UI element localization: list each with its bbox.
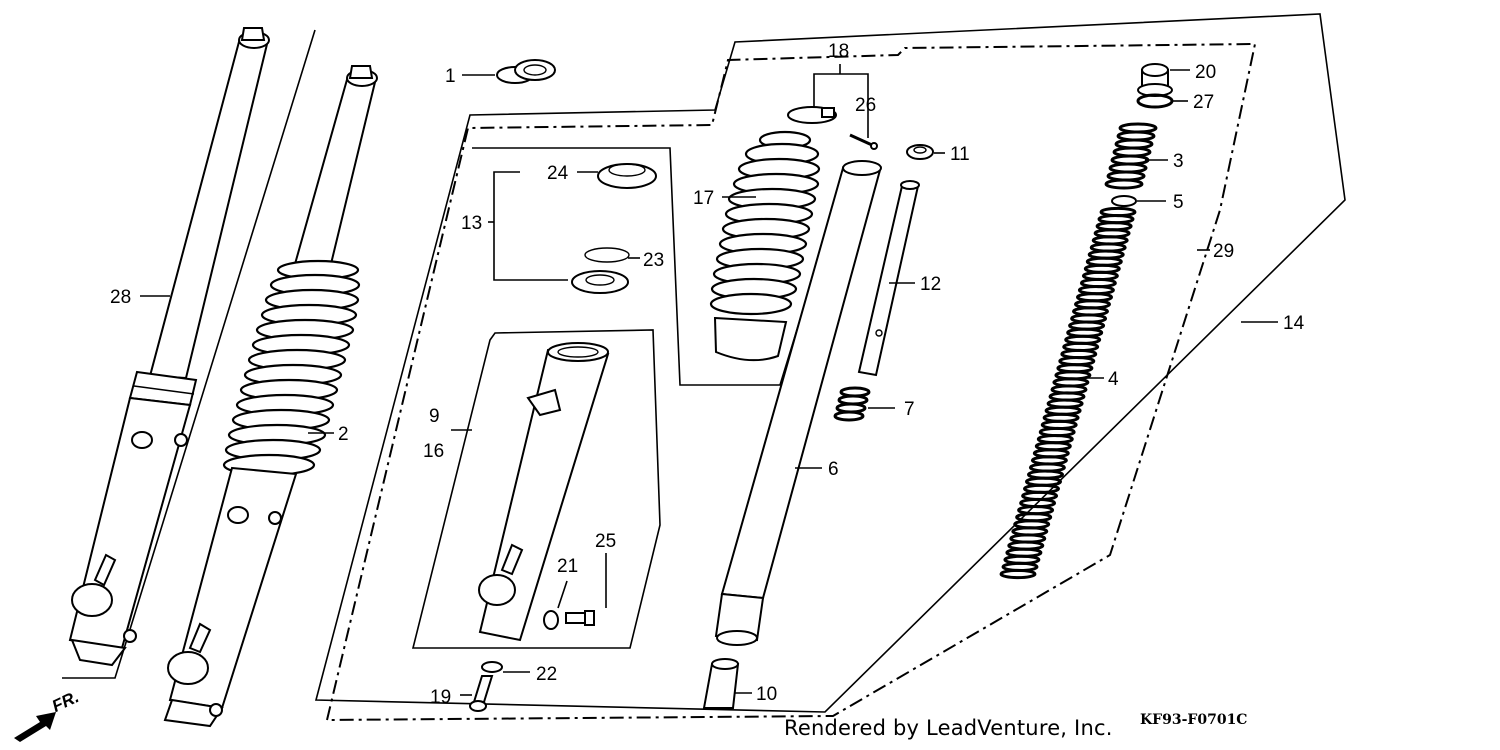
callout-5: 5 xyxy=(1173,192,1184,213)
callout-7: 7 xyxy=(904,399,915,420)
part-25-drain-bolt xyxy=(565,610,595,626)
callout-24: 24 xyxy=(547,163,569,184)
part-3-spring-seat xyxy=(1104,122,1158,190)
callout-numbers: 1 2 3 4 5 6 7 9 10 11 12 13 14 16 17 18 … xyxy=(110,41,1305,708)
callout-14: 14 xyxy=(1283,313,1305,334)
render-credit: Rendered by LeadVenture, Inc. xyxy=(784,716,1113,740)
part-23-stopper-ring xyxy=(584,247,630,263)
part-19-socket-bolt xyxy=(469,675,494,712)
callout-12: 12 xyxy=(920,274,941,295)
part-27-o-ring xyxy=(1136,93,1174,109)
callout-26: 26 xyxy=(855,95,876,116)
callout-9: 9 xyxy=(429,406,440,427)
callout-25: 25 xyxy=(595,531,616,552)
fork-assembly-28 xyxy=(68,27,270,667)
fork-assembly-2 xyxy=(163,65,378,728)
leader-lines xyxy=(140,64,1278,696)
assembly-outlines xyxy=(62,13,1346,722)
part-9-fork-slider xyxy=(478,342,610,642)
callout-23: 23 xyxy=(643,250,664,271)
front-direction-arrow-icon xyxy=(14,712,56,742)
callout-2: 2 xyxy=(338,424,349,445)
part-22-washer xyxy=(481,661,503,673)
callout-16: 16 xyxy=(423,441,444,462)
spring-coil xyxy=(999,568,1037,580)
callout-18: 18 xyxy=(828,41,849,62)
callout-10: 10 xyxy=(756,684,777,705)
callout-3: 3 xyxy=(1173,151,1184,172)
part-4-fork-spring xyxy=(999,206,1137,580)
part-17-fork-boot xyxy=(709,130,821,362)
part-7-rebound-spring xyxy=(833,386,871,422)
part-oil-seal xyxy=(571,270,629,294)
callout-17: 17 xyxy=(693,188,714,209)
callout-19: 19 xyxy=(430,687,451,708)
callout-27: 27 xyxy=(1193,92,1214,113)
part-5-washer xyxy=(1111,195,1137,207)
callout-13: 13 xyxy=(461,213,482,234)
callout-20: 20 xyxy=(1195,62,1216,83)
part-24-dust-seal xyxy=(597,163,657,189)
part-18-boot-band xyxy=(787,106,837,124)
part-1-collar xyxy=(496,59,556,84)
part-6-fork-pipe xyxy=(714,160,882,646)
part-10-oil-lock-piece xyxy=(702,658,740,709)
fork-boot-ribs xyxy=(222,259,361,477)
part-21-washer xyxy=(543,610,559,630)
callout-6: 6 xyxy=(828,459,839,480)
callout-4: 4 xyxy=(1108,369,1119,390)
callout-29: 29 xyxy=(1213,241,1234,262)
diagram-code: KF93-F0701C xyxy=(1140,712,1248,728)
callout-1: 1 xyxy=(445,66,456,87)
part-12-damper-rod xyxy=(857,180,920,377)
part-11-piston-ring xyxy=(906,144,934,160)
part-26-screw xyxy=(849,133,878,150)
callout-22: 22 xyxy=(536,664,557,685)
callout-21: 21 xyxy=(557,556,578,577)
callout-28: 28 xyxy=(110,287,131,308)
callout-11: 11 xyxy=(950,144,970,165)
part-20-fork-bolt xyxy=(1137,63,1173,97)
